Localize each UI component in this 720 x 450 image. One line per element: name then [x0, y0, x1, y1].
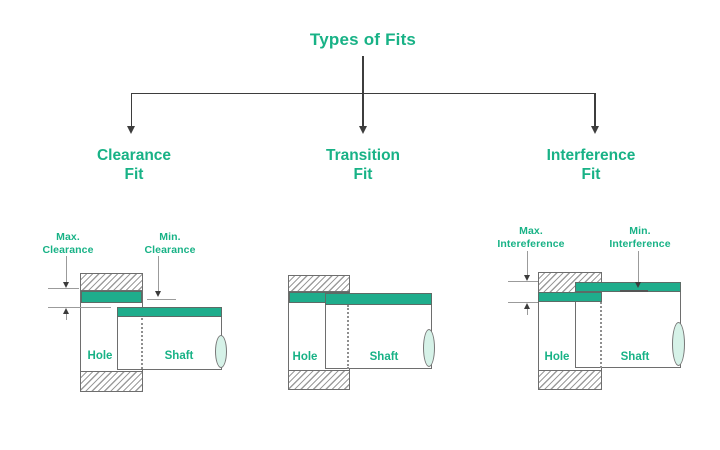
- hole-label: Hole: [544, 351, 570, 363]
- dimension-leader-line: [526, 251, 528, 276]
- dimension-arrow-down-icon: [524, 275, 530, 281]
- max-interference-label: Max. Intereference: [486, 225, 576, 251]
- heading-line: Fit: [581, 166, 601, 183]
- heading-line: Transition: [325, 147, 401, 164]
- shaft-tolerance-band: [117, 307, 222, 317]
- hole-edge-hidden-line: [347, 305, 349, 369]
- ann-line: Max.: [56, 231, 80, 243]
- hole-tolerance-band: [538, 292, 602, 302]
- heading-interference-fit: Interference Fit: [521, 146, 661, 184]
- arrow-down-icon: [127, 126, 135, 134]
- dimension-tick: [48, 306, 111, 308]
- shaft-end-ellipse: [423, 329, 435, 367]
- dimension-tick: [508, 280, 538, 282]
- hole-tolerance-band: [81, 291, 142, 303]
- tree-branch-line-left: [130, 93, 132, 126]
- shaft-label: Shaft: [164, 350, 194, 362]
- heading-line: Fit: [124, 166, 144, 183]
- heading-line: Fit: [353, 166, 373, 183]
- arrow-down-icon: [358, 126, 367, 134]
- heading-line: Interference: [546, 147, 636, 164]
- hole-hatch-bottom: [539, 370, 601, 389]
- tree-branch-line-right: [594, 93, 596, 126]
- dimension-leader-line: [65, 256, 67, 283]
- shaft-end-ellipse: [215, 335, 227, 368]
- heading-transition-fit: Transition Fit: [293, 146, 433, 184]
- dimension-arrow-down-icon: [63, 282, 69, 288]
- arrow-down-icon: [590, 126, 599, 134]
- dimension-tick: [620, 290, 648, 292]
- max-clearance-label: Max. Clearance: [28, 231, 108, 257]
- ann-line: Interference: [609, 238, 671, 250]
- dimension-tick: [508, 301, 538, 303]
- shaft-label: Shaft: [620, 351, 650, 363]
- dimension-leader-line: [526, 309, 528, 315]
- min-clearance-label: Min. Clearance: [130, 231, 210, 257]
- hole-hatch-top: [81, 274, 142, 291]
- hole-label: Hole: [87, 350, 113, 362]
- shaft: [325, 293, 432, 369]
- ann-line: Max.: [519, 225, 543, 237]
- tree-stem-line: [362, 56, 364, 93]
- dimension-tick: [48, 287, 79, 289]
- shaft-tolerance-band: [325, 293, 432, 305]
- hole-block: [80, 273, 143, 392]
- shaft-end-ellipse: [672, 322, 685, 366]
- heading-line: Clearance: [96, 147, 172, 164]
- ann-line: Min.: [159, 231, 181, 243]
- ann-line: Intereference: [497, 238, 565, 250]
- hole-edge-hidden-line: [600, 302, 602, 368]
- shaft: [117, 307, 222, 370]
- dimension-arrow-down-icon: [155, 291, 161, 297]
- ann-line: Min.: [629, 225, 651, 237]
- dimension-arrow-up-icon: [524, 303, 530, 309]
- dimension-tick: [147, 298, 176, 300]
- dimension-leader-line: [157, 256, 159, 292]
- hole-hatch-bottom: [289, 370, 349, 389]
- dimension-leader-line: [65, 314, 67, 320]
- shaft-tolerance-band: [575, 282, 681, 292]
- dimension-arrow-down-icon: [635, 282, 641, 288]
- ann-line: Clearance: [42, 244, 94, 256]
- heading-clearance-fit: Clearance Fit: [64, 146, 204, 184]
- page-title: Types of Fits: [309, 30, 417, 49]
- tree-branch-line-center: [362, 93, 364, 126]
- hole-hatch-top: [289, 276, 349, 292]
- dimension-leader-line: [637, 251, 639, 283]
- hole-edge-hidden-line: [141, 318, 143, 369]
- hole-hatch-bottom: [81, 371, 142, 391]
- shaft-label: Shaft: [369, 351, 399, 363]
- hole-label: Hole: [292, 351, 318, 363]
- dimension-arrow-up-icon: [63, 308, 69, 314]
- ann-line: Clearance: [144, 244, 196, 256]
- min-interference-label: Min. Interference: [595, 225, 685, 251]
